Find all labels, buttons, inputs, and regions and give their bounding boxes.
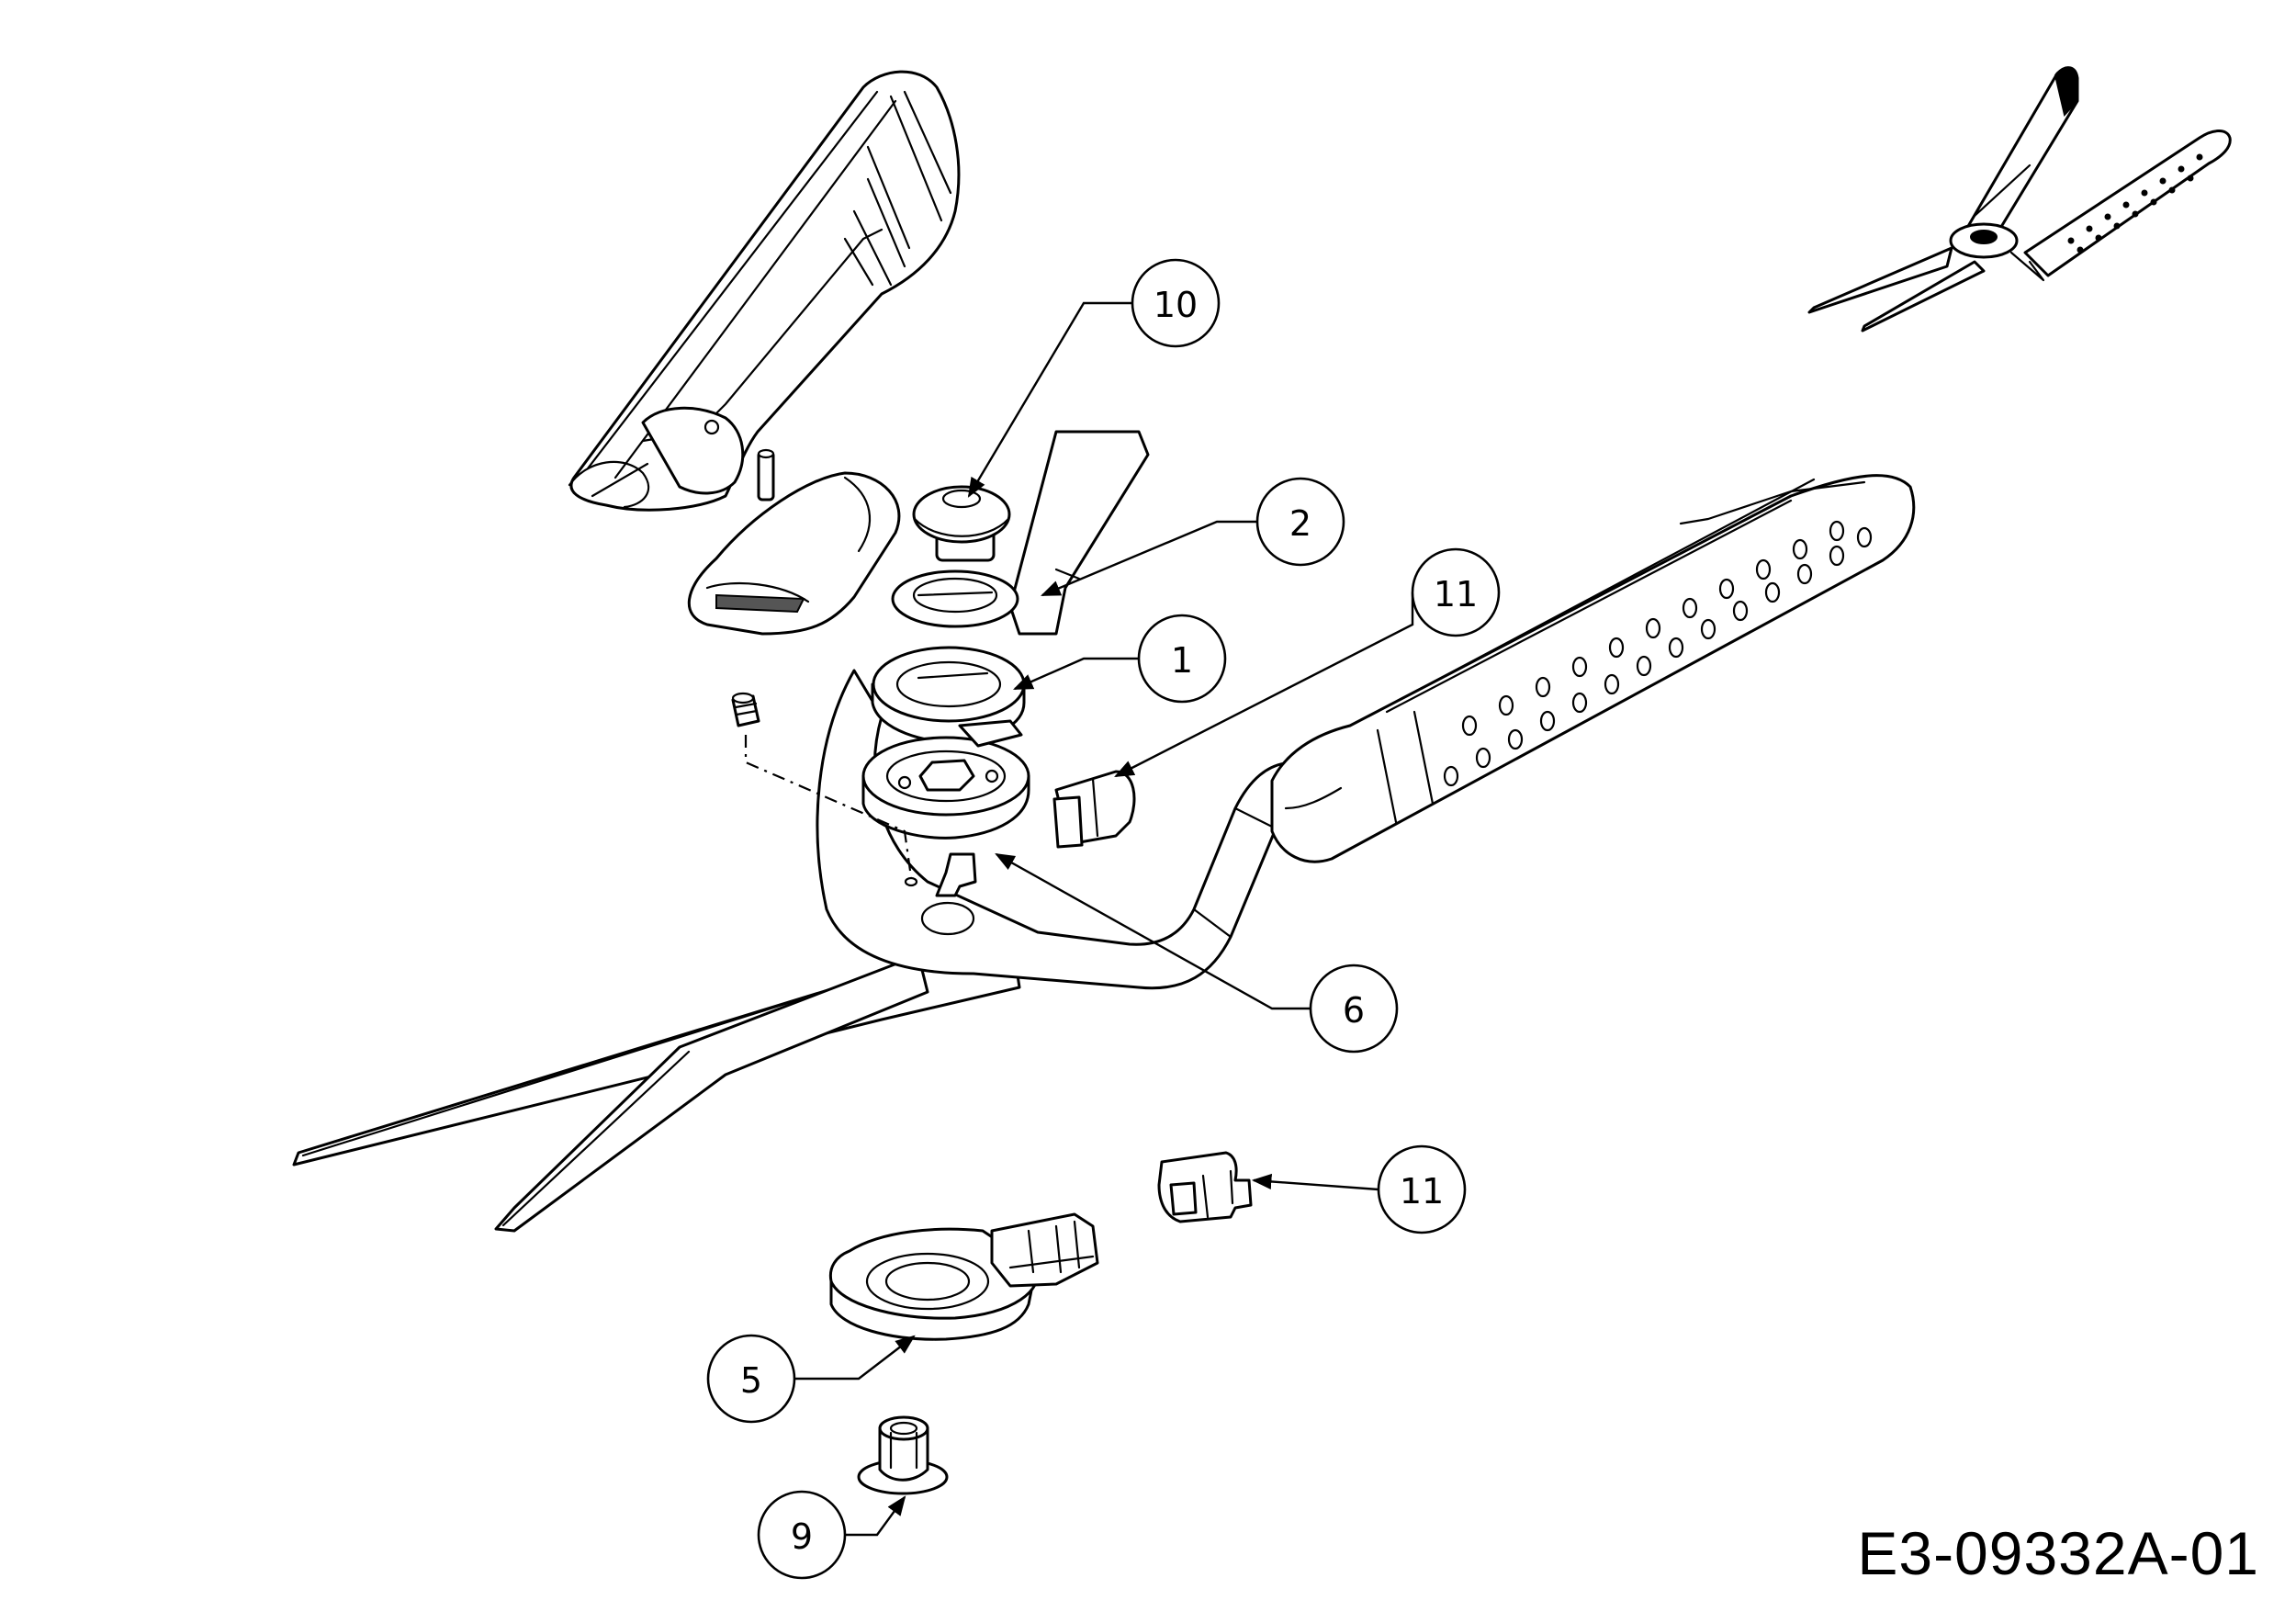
part-10-bolt bbox=[912, 485, 1011, 562]
assembled-shears-thumbnail bbox=[1807, 66, 2232, 332]
callout-5: 5 bbox=[706, 1334, 796, 1424]
part-11-clip-upper bbox=[1052, 770, 1136, 849]
callout-1-label: 1 bbox=[1171, 640, 1193, 681]
callout-11-bottom-label: 11 bbox=[1400, 1171, 1444, 1212]
part-11-clip-lower bbox=[1157, 1151, 1253, 1223]
alignment-line bbox=[744, 735, 913, 878]
callout-6: 6 bbox=[1309, 964, 1399, 1054]
handle-pin bbox=[757, 448, 775, 502]
lower-grip bbox=[1270, 474, 1916, 863]
part-2-washer bbox=[891, 569, 1019, 628]
callout-9: 9 bbox=[757, 1490, 847, 1580]
callout-10-label: 10 bbox=[1154, 285, 1198, 325]
callout-11-top-label: 11 bbox=[1434, 574, 1478, 614]
leader-lines bbox=[794, 301, 1414, 1537]
thumbnail-grip-holes bbox=[2067, 153, 2203, 254]
handle-sleeve bbox=[687, 471, 901, 636]
part-9-nut bbox=[857, 1415, 949, 1495]
document-number: E3-09332A-01 bbox=[1857, 1519, 2259, 1587]
upper-handle bbox=[568, 70, 961, 512]
grip-holes bbox=[1443, 520, 1873, 787]
callout-11-top: 11 bbox=[1411, 547, 1501, 637]
callout-6-label: 6 bbox=[1343, 990, 1365, 1031]
set-screw bbox=[731, 692, 760, 727]
callout-2-label: 2 bbox=[1289, 503, 1311, 544]
callout-9-label: 9 bbox=[791, 1516, 813, 1557]
part-6-pivot-ring bbox=[861, 719, 1030, 840]
part-5-base-plate bbox=[828, 1212, 1099, 1341]
callout-5-label: 5 bbox=[740, 1360, 762, 1401]
callout-10: 10 bbox=[1131, 258, 1221, 348]
callout-11-bottom: 11 bbox=[1377, 1144, 1467, 1234]
callout-1: 1 bbox=[1137, 614, 1227, 704]
callout-2: 2 bbox=[1255, 477, 1345, 567]
lower-blade bbox=[494, 953, 929, 1233]
